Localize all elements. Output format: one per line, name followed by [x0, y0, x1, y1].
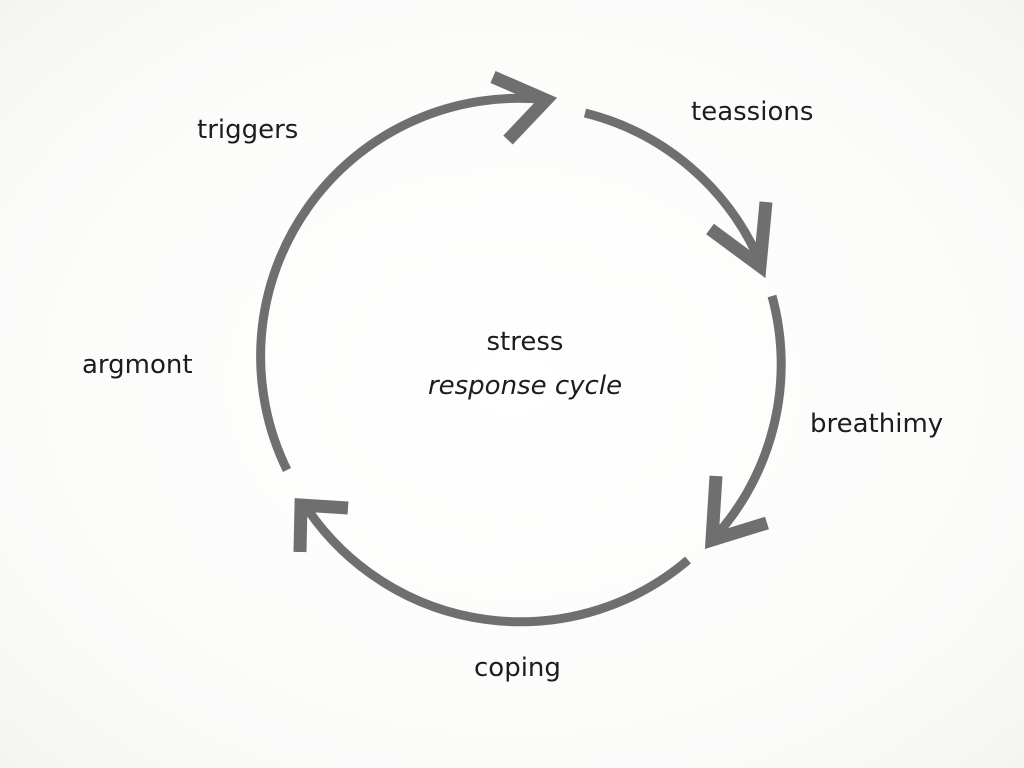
center-title-line1: stress [486, 327, 564, 357]
center-title-line2: response cycle [427, 371, 623, 402]
center-title: stress response cycle [400, 320, 650, 408]
node-label-triggers: triggers [197, 115, 299, 145]
node-label-teassions: teassions [691, 97, 814, 127]
node-label-coping: coping [474, 653, 561, 683]
arrowhead-right [704, 475, 769, 549]
node-label-breathing: breathimy [810, 409, 944, 439]
arc-right [710, 294, 786, 542]
arrowhead-upper-right [706, 201, 773, 279]
arc-left-top [256, 93, 549, 472]
node-label-argmont: argmont [82, 350, 193, 380]
arc-bottom [304, 507, 691, 627]
arrowhead-top [490, 71, 558, 145]
arc-upper-right [583, 108, 765, 264]
arrowhead-bottom-left [293, 498, 349, 553]
